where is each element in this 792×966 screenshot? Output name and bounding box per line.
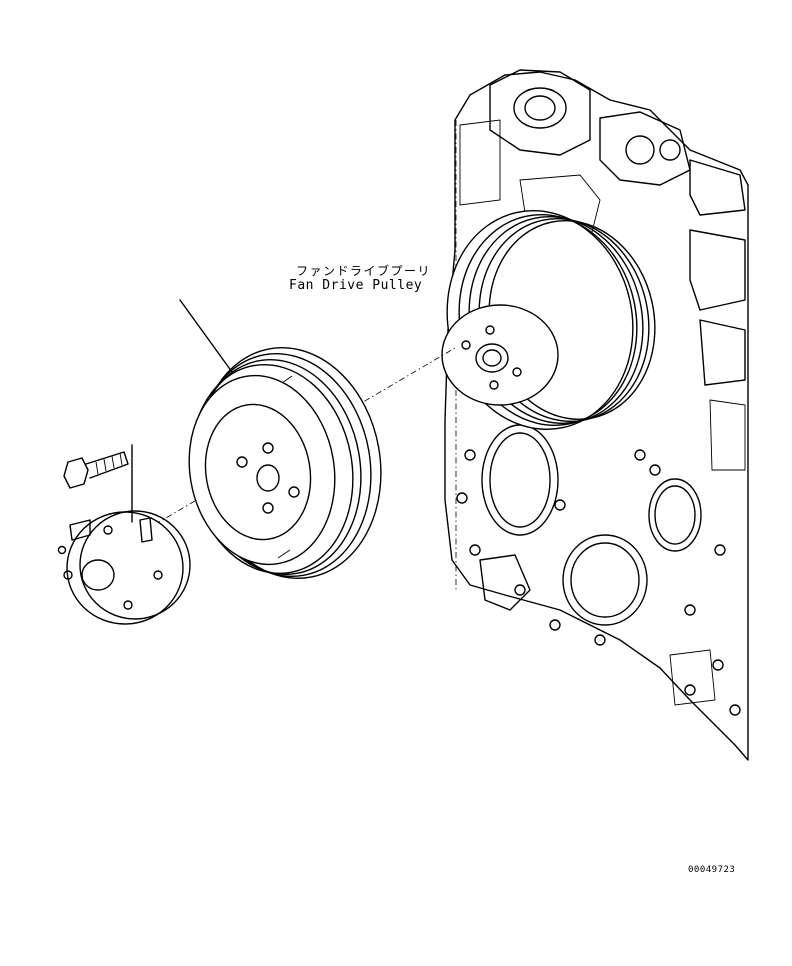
part-label-japanese: ファンドライブプーリ [296,264,432,278]
part-label-english: Fan Drive Pulley [289,278,423,293]
drawing-number: 00049723 [688,865,736,875]
label-leader-line [179,299,233,373]
pulley-hub [57,510,191,625]
installed-pulley [441,210,656,430]
bolt [63,451,129,489]
fan-drive-pulley [188,346,382,580]
